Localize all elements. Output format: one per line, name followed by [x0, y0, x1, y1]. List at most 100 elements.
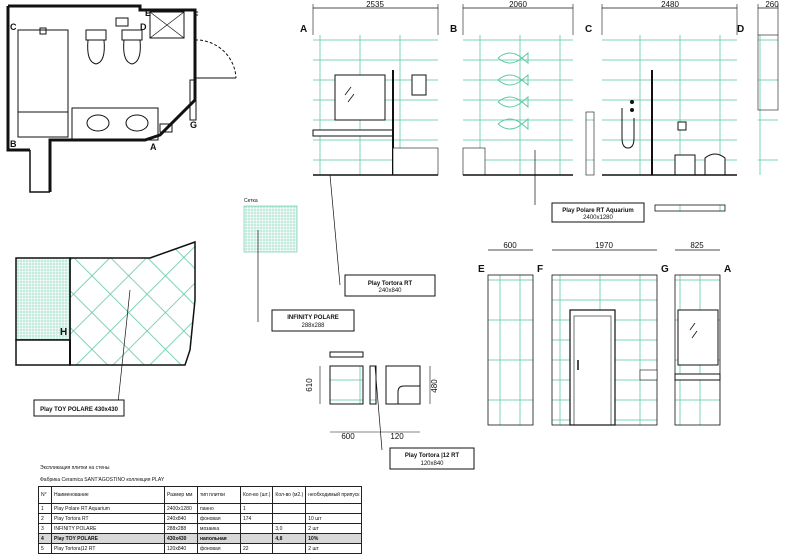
table-header: Размер мм: [164, 486, 198, 504]
niche-detail: [319, 351, 431, 433]
dim-120: 120: [390, 432, 404, 441]
table-cell: 10%: [305, 533, 363, 544]
table-header: Наименование: [51, 486, 165, 504]
table-cell: 4,8: [272, 533, 307, 544]
plan-label-g: G: [190, 120, 197, 130]
callout-aquarium-name: Play Polare RT Aquarium: [562, 208, 633, 214]
dim-2060: 2060: [509, 0, 527, 9]
mosaic-sample: [243, 205, 298, 253]
dim-610: 610: [305, 378, 314, 392]
callout-tortora12-size: 120x840: [420, 461, 444, 467]
table-header-row: N° Наименование Размер мм тип плитки Кол…: [38, 486, 363, 504]
callout-infinity-size: 288x288: [301, 323, 325, 329]
dim-2535: 2535: [366, 0, 384, 9]
table-cell: [239, 533, 274, 544]
tile-table: N° Наименование Размер мм тип плитки Кол…: [38, 486, 363, 554]
table-cell: 1: [239, 503, 274, 514]
plan-label-d: D: [140, 22, 147, 32]
mosaic-title: Сетка: [244, 198, 258, 204]
table-row: 1 Play Polare RT Aquarium 2400x1280 панн…: [38, 503, 363, 514]
table-header: тип плитки: [197, 486, 241, 504]
plan-label-f: F: [193, 10, 199, 20]
callout-tortora-size: 240x840: [378, 288, 402, 294]
elevation-e-f-g-a: [487, 249, 721, 426]
dim-2480: 2480: [661, 0, 679, 9]
callout-tortora12-name: Play Tortora |12 RT: [405, 453, 460, 459]
callout-toy-polare-text: Play TOY POLARE 430x430: [40, 407, 118, 413]
table-cell: Play Tortora|12 RT: [51, 543, 165, 554]
table-cell: 240x840: [164, 513, 198, 524]
table-cell: 2400x1280: [164, 503, 198, 514]
callout-aquarium-size: 2400x1280: [583, 215, 613, 221]
plan-label-c: C: [10, 22, 17, 32]
callout-aquarium: [551, 202, 645, 223]
dim-600: 600: [503, 241, 517, 250]
plan-label-b: B: [10, 139, 17, 149]
table-subtitle: Фабрика Ceramica SANT'AGOSTINO коллекция…: [40, 477, 165, 483]
table-cell: 1: [38, 503, 52, 514]
table-row: 2 Play Tortora RT 240x840 фоновая 174 10…: [38, 513, 363, 524]
table-cell: 120x840: [164, 543, 198, 554]
callout-infinity-name: INFINITY POLARE: [287, 315, 339, 321]
table-cell: панно: [197, 503, 241, 514]
elev-label-b1: B: [450, 24, 457, 35]
table-row: 3 INFINITY POLARE 288x288 мозаика 3,0 2 …: [38, 523, 363, 534]
table-title: Экспликация плитки на стены: [40, 465, 110, 471]
table-cell: 288x288: [164, 523, 198, 534]
dim-480: 480: [430, 379, 439, 393]
elev-label-g: G: [661, 264, 669, 275]
table-cell: Play Polare RT Aquarium: [51, 503, 165, 514]
callout-toy-polare: [33, 399, 125, 417]
dim-260: 260: [765, 0, 779, 9]
table-cell: INFINITY POLARE: [51, 523, 165, 534]
table-cell: Play Tortora RT: [51, 513, 165, 524]
floor-plan-top: [6, 4, 237, 193]
table-header: необходимый припуск: [305, 486, 363, 504]
elev-label-a1: A: [300, 24, 307, 35]
table-cell: [272, 543, 307, 554]
callout-tortora: [344, 274, 436, 297]
table-row: 5 Play Tortora|12 RT 120x840 фоновая 22 …: [38, 543, 363, 554]
table-cell: фоновая: [197, 513, 241, 524]
floor-plan-tiling: [15, 240, 196, 366]
table-cell: 3,0: [272, 523, 307, 534]
table-cell: [272, 513, 307, 524]
callout-tortora12: [389, 447, 475, 470]
table-cell: 2: [38, 513, 52, 524]
elev-label-a3: A: [724, 264, 731, 275]
table-cell: мозаика: [197, 523, 241, 534]
dim-600b: 600: [341, 432, 355, 441]
table-cell: 2 шт: [305, 523, 363, 534]
callout-tortora-name: Play Tortora RT: [368, 281, 413, 287]
elevation-c-d: [585, 4, 779, 212]
table-cell: 22: [239, 543, 274, 554]
plan-label-h: H: [60, 327, 67, 338]
table-row: 4 Play TOY POLARE 430x430 напольная 4,8 …: [38, 533, 363, 544]
elevation-a-b: [312, 4, 574, 176]
table-cell: 5: [38, 543, 52, 554]
dim-825: 825: [690, 241, 704, 250]
table-cell: 430x430: [164, 533, 198, 544]
table-cell: напольная: [197, 533, 241, 544]
plan-label-e: E: [145, 8, 151, 18]
table-cell: 10 шт: [305, 513, 363, 524]
elev-label-d1: D: [737, 24, 744, 35]
leader-tortora: [329, 174, 341, 286]
table-cell: [305, 503, 363, 514]
table-cell: [239, 523, 274, 534]
table-cell: фоновая: [197, 543, 241, 554]
table-cell: 4: [38, 533, 52, 544]
table-header: Кол-во (шт.): [239, 486, 274, 504]
table-cell: 174: [239, 513, 274, 524]
table-cell: 3: [38, 523, 52, 534]
callout-infinity: [271, 309, 355, 332]
table-header: N°: [38, 486, 52, 504]
elev-label-c1: C: [585, 24, 592, 35]
table-cell: 2 шт: [305, 543, 363, 554]
elev-label-e: E: [478, 264, 485, 275]
table-header: Кол-во (м2.): [272, 486, 307, 504]
elev-label-f: F: [537, 264, 543, 275]
plan-label-a: A: [150, 142, 157, 152]
table-cell: Play TOY POLARE: [51, 533, 165, 544]
